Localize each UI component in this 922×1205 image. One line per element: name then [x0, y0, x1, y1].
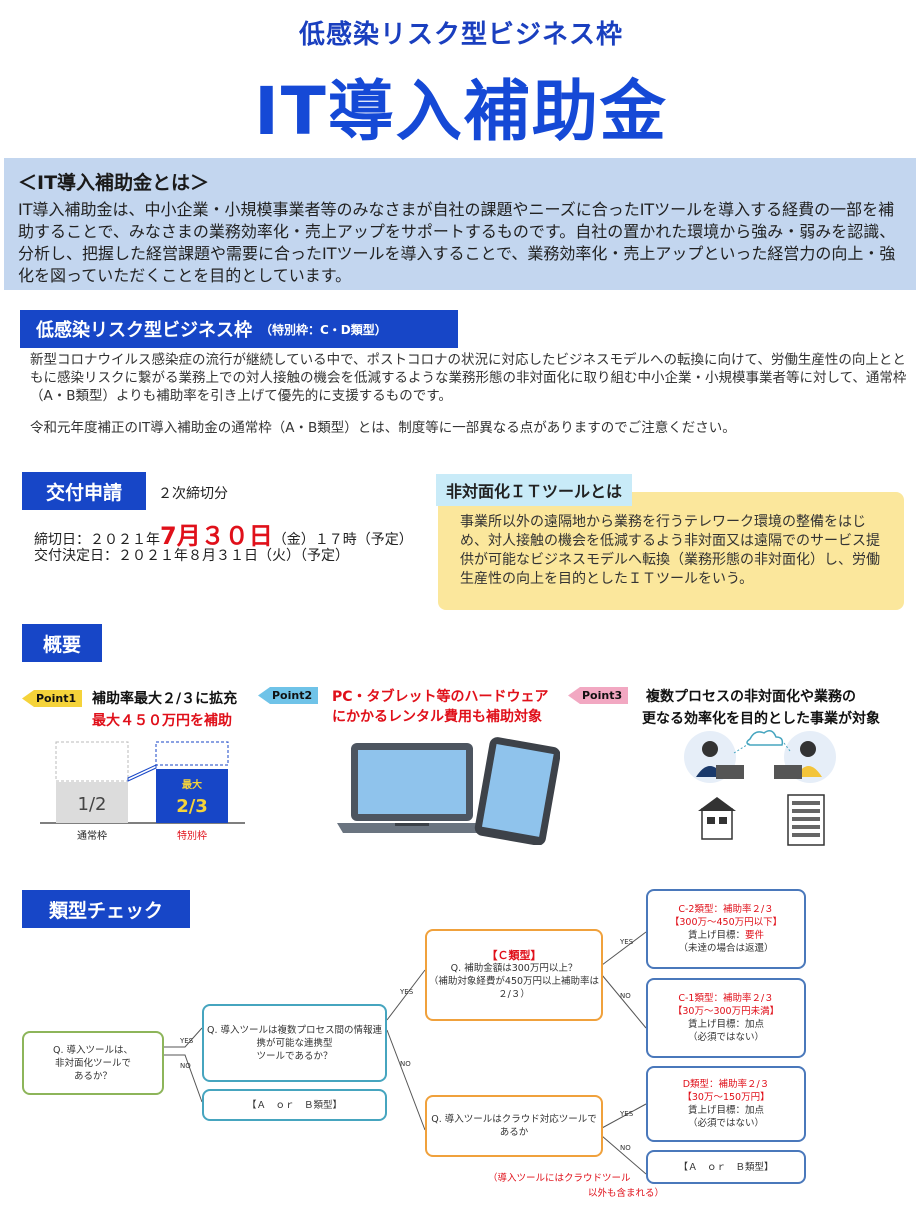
- laptop-tablet-icon: [337, 737, 560, 845]
- intro-body: IT導入補助金は、中小企業・小規模事業者等のみなさまが自社の課題やニーズに合った…: [18, 200, 896, 285]
- no-label-3: NO: [620, 992, 631, 1000]
- low-risk-note: 令和元年度補正のIT導入補助金の通常枠（A・B類型）とは、制度等に一部異なる点が…: [30, 420, 736, 436]
- cloud-note-2: 以外も含まれる）: [588, 1188, 665, 1199]
- deadline-prefix: 締切日：２０２１年: [34, 532, 160, 548]
- no-label-2: NO: [400, 1060, 411, 1068]
- point1-marker-icon: Point1: [22, 690, 83, 707]
- bar-normal-empty: [55, 741, 129, 782]
- c1-node: C-1類型：補助率２/３ 【30万～300万円未満】 賃上げ目標：加点 （必須で…: [646, 978, 806, 1058]
- low-risk-heading-note: （特別枠：C・D類型）: [260, 322, 387, 337]
- point2-marker-icon: Point2: [258, 687, 319, 704]
- bar-special-label: 2/3: [176, 796, 208, 817]
- subtitle: 低感染リスク型ビジネス枠: [298, 20, 623, 50]
- cloud-q-node: Q. 導入ツールはクラウド対応ツールであるか: [425, 1095, 603, 1157]
- intro-box: ＜IT導入補助金とは＞ IT導入補助金は、中小企業・小規模事業者等のみなさまが自…: [4, 158, 916, 290]
- nonface-tag: 非対面化ＩＴツールとは: [436, 474, 633, 506]
- d-node: D類型：補助率２/３ 【30万～150万円】 賃上げ目標：加点 （必須ではない）: [646, 1066, 806, 1142]
- bar-normal: [56, 782, 128, 823]
- no-label-4: NO: [620, 1144, 631, 1152]
- bar-special: [156, 769, 228, 823]
- point3-text1: 複数プロセスの非対面化や業務の: [646, 689, 856, 705]
- bar-normal-label: 1/2: [78, 794, 107, 815]
- nonface-body: 事業所以外の遠隔地から業務を行うテレワーク環境の整備をはじめ、対人接触の機会を低…: [460, 514, 880, 587]
- label-normal: 通常枠: [77, 829, 107, 842]
- bar-special-empty: [155, 741, 229, 766]
- cloud-note-1: （導入ツールにはクラウドツール: [488, 1173, 631, 1184]
- point3-marker-icon: Point3: [568, 687, 629, 704]
- q2-node: Q. 導入ツールは複数プロセス間の情報連 携が可能な連携型 ツールであるか？: [202, 1004, 387, 1082]
- subsidy-rate-bars: 1/2 最大 2/3 通常枠 特別枠: [40, 741, 245, 842]
- decision-date: 交付決定日：２０２１年８月３１日（火）（予定）: [34, 548, 349, 564]
- low-risk-heading: 低感染リスク型ビジネス枠 （特別枠：C・D類型）: [20, 310, 458, 348]
- intro-heading: ＜IT導入補助金とは＞: [18, 172, 210, 194]
- deadline-line: 締切日：２０２１年7月３０日（金）１７時（予定）: [34, 516, 413, 551]
- q1-node: Q. 導入ツールは、 非対面化ツールで あるか？: [22, 1031, 164, 1095]
- flow-connectors: YES NO YES NO YES NO YES NO: [163, 931, 647, 1175]
- application-heading: 交付申請: [22, 472, 146, 510]
- application-round: ２次締切分: [158, 486, 228, 502]
- nonface-box: [438, 492, 904, 610]
- low-risk-body: 新型コロナウイルス感染症の流行が継続している中で、ポストコロナの状況に対応したビ…: [30, 352, 907, 404]
- yes-label-4: YES: [619, 1110, 634, 1118]
- deadline-suffix: （金）１７時（予定）: [272, 532, 413, 548]
- point2-red1: PC・タブレット等のハードウェア: [332, 689, 549, 705]
- yes-label-1: YES: [179, 1037, 194, 1045]
- c2-node: C-2類型：補助率２/３ 【300万～450万円以下】 賃上げ目標：要件 （未達…: [646, 889, 806, 969]
- point1-red: 最大４５０万円を補助: [92, 713, 232, 729]
- c-type-node: 【Ｃ類型】 Q. 補助金額は300万円以上？ （補助対象経費が450万円以上補助…: [425, 929, 603, 1021]
- no-label-1: NO: [180, 1062, 191, 1070]
- point1-text: 補助率最大２/３に拡充: [92, 691, 238, 707]
- deadline-date: 7月３０日: [160, 522, 273, 550]
- overview-heading: 概要: [22, 624, 102, 662]
- yes-label-3: YES: [619, 938, 634, 946]
- label-special: 特別枠: [177, 829, 207, 842]
- page-title: IT導入補助金: [254, 73, 668, 150]
- check-heading: 類型チェック: [22, 890, 190, 928]
- yes-label-2: YES: [399, 988, 414, 996]
- point3-text2: 更なる効率化を目的とした事業が対象: [642, 711, 880, 727]
- remote-work-icon: [684, 730, 836, 846]
- point2-red2: にかかるレンタル費用も補助対象: [332, 709, 542, 725]
- low-risk-heading-text: 低感染リスク型ビジネス枠: [36, 320, 252, 341]
- ab-node-2: 【Ａ ｏｒ Ｂ類型】: [646, 1150, 806, 1184]
- ab-node-1: 【Ａ ｏｒ Ｂ類型】: [202, 1089, 387, 1121]
- bar-special-top: 最大: [182, 778, 202, 791]
